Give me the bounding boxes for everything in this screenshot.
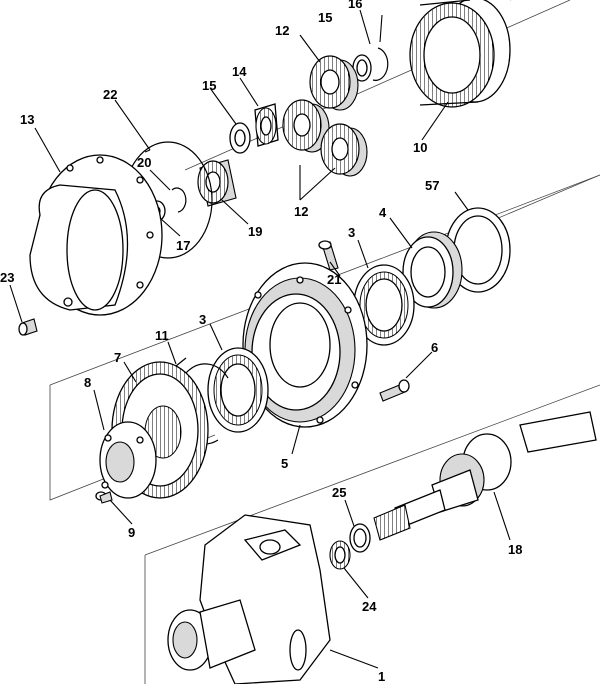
bolt-9 — [95, 491, 113, 504]
callout-12-bottom: 12 — [294, 204, 308, 219]
callout-20: 20 — [137, 155, 151, 170]
callout-7: 7 — [114, 350, 121, 365]
callout-21: 21 — [327, 272, 341, 287]
seal-25 — [349, 523, 371, 553]
plug-23 — [18, 318, 38, 336]
leader-lines — [9, 9, 511, 669]
callout-labels: 16 15 12 14 15 22 13 10 20 57 12 4 19 3 … — [0, 0, 522, 684]
circlip-16 — [372, 47, 389, 81]
callout-25: 25 — [332, 485, 346, 500]
drive-shaft-18 — [373, 411, 597, 541]
callout-3-upper: 3 — [348, 225, 355, 240]
callout-14: 14 — [232, 64, 247, 79]
wheel-hub-5 — [242, 262, 368, 428]
callout-12-top: 12 — [275, 23, 289, 38]
hub-cover-13 — [29, 154, 163, 316]
callout-16: 16 — [348, 0, 362, 11]
callout-13: 13 — [20, 112, 34, 127]
callout-23: 23 — [0, 270, 14, 285]
callout-22: 22 — [103, 87, 117, 102]
callout-8: 8 — [84, 375, 91, 390]
needle-bearing-14 — [254, 103, 279, 147]
seal-4 — [402, 231, 463, 309]
callout-10: 10 — [413, 140, 427, 155]
callout-19: 19 — [248, 224, 262, 239]
flange-8 — [99, 421, 157, 499]
callout-4: 4 — [379, 205, 387, 220]
planet-gear-12-top — [309, 55, 359, 111]
ring-gear-10 — [409, 0, 511, 108]
callout-15-mid: 15 — [202, 78, 216, 93]
bearing-3-lower — [207, 347, 269, 433]
callout-5: 5 — [281, 456, 288, 471]
planet-gear-12-right — [320, 123, 368, 177]
planet-gear-12-left — [282, 99, 330, 153]
callout-17: 17 — [176, 238, 190, 253]
callout-6: 6 — [431, 340, 438, 355]
callout-1: 1 — [378, 669, 385, 684]
callout-15-top: 15 — [318, 10, 332, 25]
callout-24: 24 — [362, 599, 377, 614]
bolt-6 — [379, 379, 410, 402]
callout-57: 57 — [425, 178, 439, 193]
circlip-20 — [171, 187, 187, 213]
callout-3-lower: 3 — [199, 312, 206, 327]
callout-18: 18 — [508, 542, 522, 557]
washer-15-mid — [229, 122, 251, 154]
needle-bearing-24 — [329, 540, 351, 570]
bearing-3-upper — [353, 264, 415, 346]
steering-knuckle-1 — [167, 514, 331, 684]
callout-9: 9 — [128, 525, 135, 540]
sun-gear-19 — [197, 159, 237, 207]
bolt-21 — [318, 240, 339, 271]
callout-11: 11 — [155, 328, 169, 343]
